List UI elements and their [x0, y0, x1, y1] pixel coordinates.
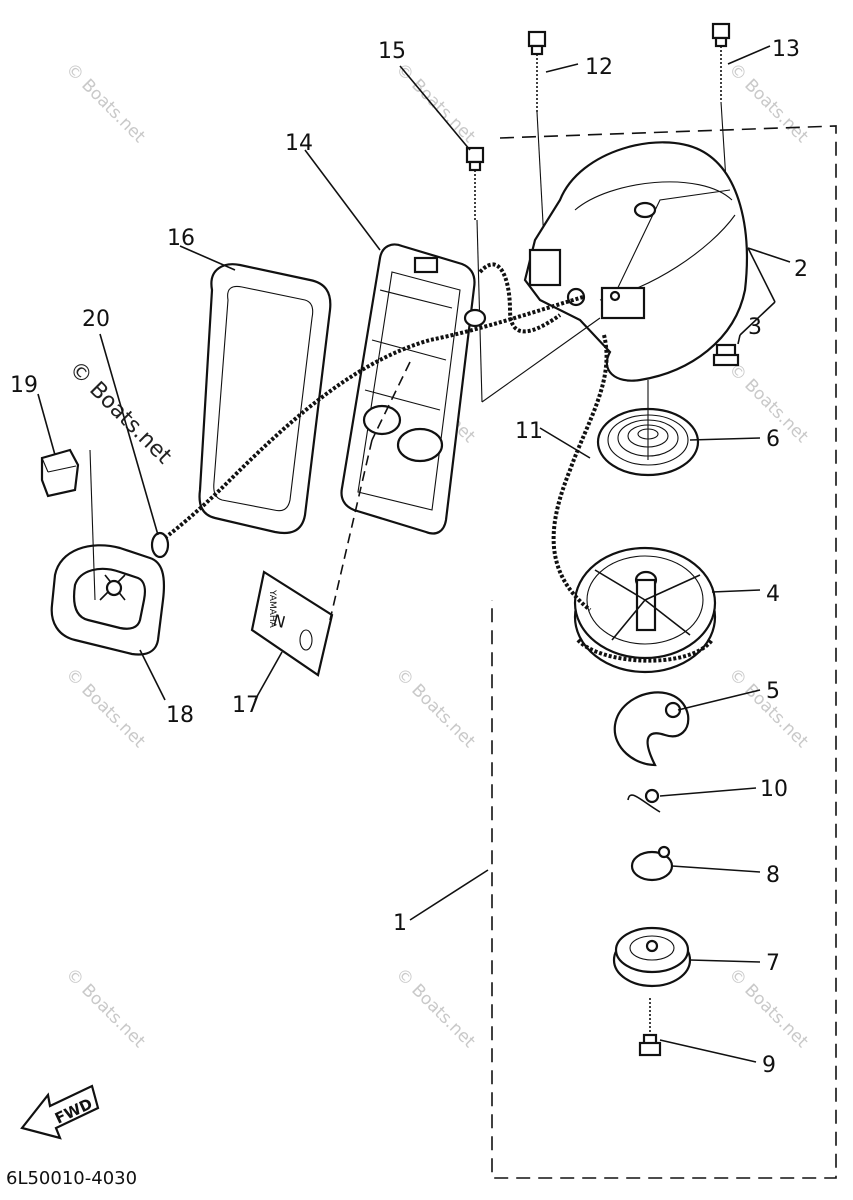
- callout-16: 16: [167, 226, 195, 251]
- starter-pulley: [573, 546, 717, 674]
- callout-7: 7: [766, 951, 780, 976]
- bolt-15: [465, 146, 485, 220]
- bolt-9: [638, 998, 662, 1057]
- callout-4: 4: [766, 582, 780, 607]
- decal: YAMAHA N: [250, 570, 334, 677]
- starter-cable-upper: [478, 262, 562, 334]
- callout-3: 3: [748, 315, 762, 340]
- callout-9: 9: [762, 1053, 776, 1078]
- watermark-text: © Boats.net: [724, 664, 812, 752]
- watermark-text: © Boats.net: [61, 664, 149, 752]
- watermark-text: © Boats.net: [391, 664, 479, 752]
- watermark-text: © Boats.net: [391, 964, 479, 1052]
- callout-19: 19: [10, 373, 38, 398]
- callout-12: 12: [585, 55, 613, 80]
- handle-cap: [40, 448, 96, 601]
- handle-housing: [340, 243, 487, 535]
- part-code: 6L50010-4030: [6, 1168, 137, 1189]
- callout-18: 18: [166, 703, 194, 728]
- spiral-spring: [596, 380, 700, 477]
- watermark-text: © Boats.net: [724, 59, 812, 147]
- watermark-text: © Boats.net: [61, 59, 149, 147]
- callout-15: 15: [378, 39, 406, 64]
- bolt-12: [527, 30, 547, 112]
- decal-neutral: N: [271, 611, 287, 632]
- rope-stopper: [150, 531, 170, 559]
- gasket: [198, 263, 332, 535]
- bolt-13: [711, 22, 731, 102]
- callout-10: 10: [760, 777, 788, 802]
- watermark-text: © Boats.net: [61, 964, 149, 1052]
- watermark-text: © Boats.net: [724, 964, 812, 1052]
- callout-11: 11: [515, 419, 543, 444]
- callout-14: 14: [285, 131, 313, 156]
- watermark-text-main: © Boats.net: [64, 357, 177, 470]
- forward-arrow: FWD: [20, 1084, 100, 1140]
- friction-spring: [630, 845, 674, 882]
- starter-handle: [50, 544, 166, 656]
- callout-6: 6: [766, 427, 780, 452]
- callout-20: 20: [82, 307, 110, 332]
- return-spring: [627, 788, 661, 813]
- assembly-boundary: [491, 125, 837, 1179]
- callout-13: 13: [772, 37, 800, 62]
- drive-plate: [612, 926, 692, 988]
- callout-17: 17: [232, 693, 260, 718]
- callout-8: 8: [766, 863, 780, 888]
- starter-rope: [551, 334, 609, 612]
- starter-housing: [523, 141, 748, 382]
- nut-3: [712, 343, 740, 367]
- leader-lines: [37, 45, 791, 1063]
- decal-brand: YAMAHA: [267, 589, 277, 629]
- drive-pawl: [613, 691, 690, 767]
- callout-5: 5: [766, 679, 780, 704]
- callout-1: 1: [393, 911, 407, 936]
- callout-2: 2: [794, 257, 808, 282]
- callout-labels: 1 2 3 4 5 6 7 8 9 10 11 12 13 14 15 16 1…: [10, 37, 808, 1078]
